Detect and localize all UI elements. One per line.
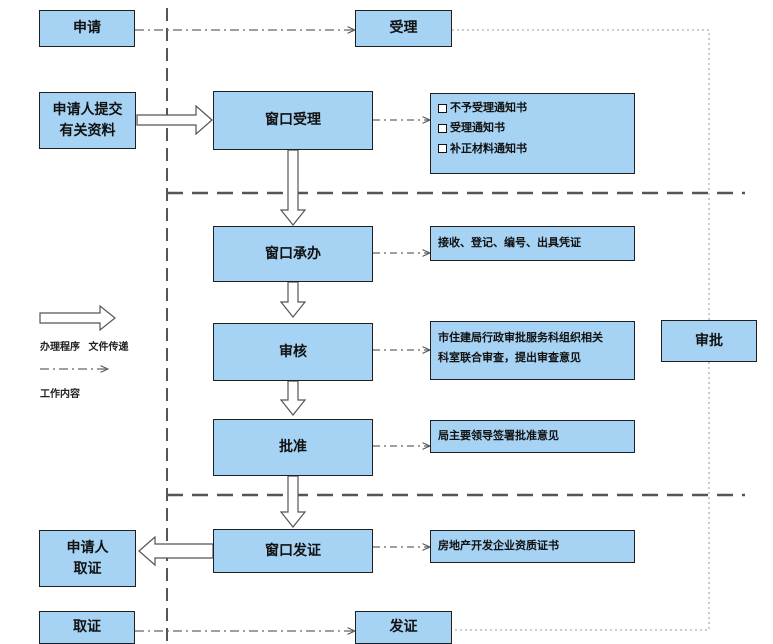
applicant-submit-line1: 申请人提交 <box>52 102 123 119</box>
legend-work-text: 工作内容 <box>40 389 80 400</box>
note-review: 市住建局行政审批服务科组织相关 科室联合审查，提出审查意见 <box>430 321 635 380</box>
note-approve-text: 局主要领导签署批准意见 <box>438 429 559 443</box>
submit-hollow-arrow <box>136 104 213 136</box>
note-item-supplement-label: 补正材料通知书 <box>450 141 527 155</box>
note-handle-text: 接收、登记、编号、出具凭证 <box>438 236 581 250</box>
down-arrow-3 <box>279 380 307 416</box>
approval-box: 审批 <box>661 320 757 362</box>
note-item-accept: 受理通知书 <box>438 118 627 138</box>
apply-label: 申请 <box>73 20 101 37</box>
note-item-accept-label: 受理通知书 <box>450 121 505 135</box>
legend-work-label: 工作内容 <box>40 385 80 400</box>
checkbox-icon <box>438 124 447 134</box>
step-window-accept: 窗口受理 <box>213 91 373 150</box>
accept-to-approval-line <box>452 29 710 320</box>
applicant-collect-box: 申请人 取证 <box>39 530 136 587</box>
note-issue: 房地产开发企业资质证书 <box>430 530 635 563</box>
accept-label: 受理 <box>389 20 418 37</box>
checkbox-icon <box>438 144 447 154</box>
step-approve-label: 批准 <box>279 439 307 456</box>
legend-process-text: 办理程序 <box>40 342 80 353</box>
apply-box: 申请 <box>39 10 135 47</box>
note-handle: 接收、登记、编号、出具凭证 <box>430 226 635 261</box>
issue-box: 发证 <box>355 611 452 644</box>
applicant-submit-line2: 有关资料 <box>59 122 116 139</box>
legend-process-arrow <box>39 304 116 332</box>
applicant-collect-line2: 取证 <box>73 560 102 577</box>
step-window-handle: 窗口承办 <box>213 226 373 282</box>
down-arrow-1 <box>279 149 307 226</box>
note-item-reject: 不予受理通知书 <box>438 98 627 118</box>
note-approve: 局主要领导签署批准意见 <box>430 420 635 453</box>
legend-transfer-text: 文件传递 <box>88 342 129 353</box>
approval-label: 审批 <box>695 332 723 349</box>
collect-box: 取证 <box>39 611 135 644</box>
applicant-collect-line1: 申请人 <box>66 540 109 557</box>
checkbox-icon <box>438 103 447 113</box>
applicant-submit-box: 申请人提交 有关资料 <box>39 92 136 149</box>
step-review-label: 审核 <box>279 343 307 360</box>
note-accept-docs: 不予受理通知书 受理通知书 补正材料通知书 <box>430 93 635 174</box>
step-window-issue: 窗口发证 <box>213 529 373 573</box>
down-arrow-4 <box>279 475 307 528</box>
issue-hollow-arrow <box>138 535 214 567</box>
accept-box: 受理 <box>355 10 452 47</box>
step-approve: 批准 <box>213 419 373 476</box>
step-window-handle-label: 窗口承办 <box>265 245 321 262</box>
down-arrow-2 <box>279 281 307 318</box>
note-item-supplement: 补正材料通知书 <box>438 139 627 159</box>
note-issue-text: 房地产开发企业资质证书 <box>438 539 559 553</box>
note-review-line2: 科室联合审查，提出审查意见 <box>438 351 581 365</box>
step-review: 审核 <box>213 323 373 381</box>
collect-label: 取证 <box>73 619 101 636</box>
note-item-reject-label: 不予受理通知书 <box>450 101 527 114</box>
issue-label: 发证 <box>389 619 418 636</box>
note-review-line1: 市住建局行政审批服务科组织相关 <box>438 331 603 344</box>
step-window-accept-label: 窗口受理 <box>265 112 321 129</box>
legend-process-label: 办理程序 文件传递 <box>40 338 128 353</box>
step-window-issue-label: 窗口发证 <box>265 542 321 559</box>
